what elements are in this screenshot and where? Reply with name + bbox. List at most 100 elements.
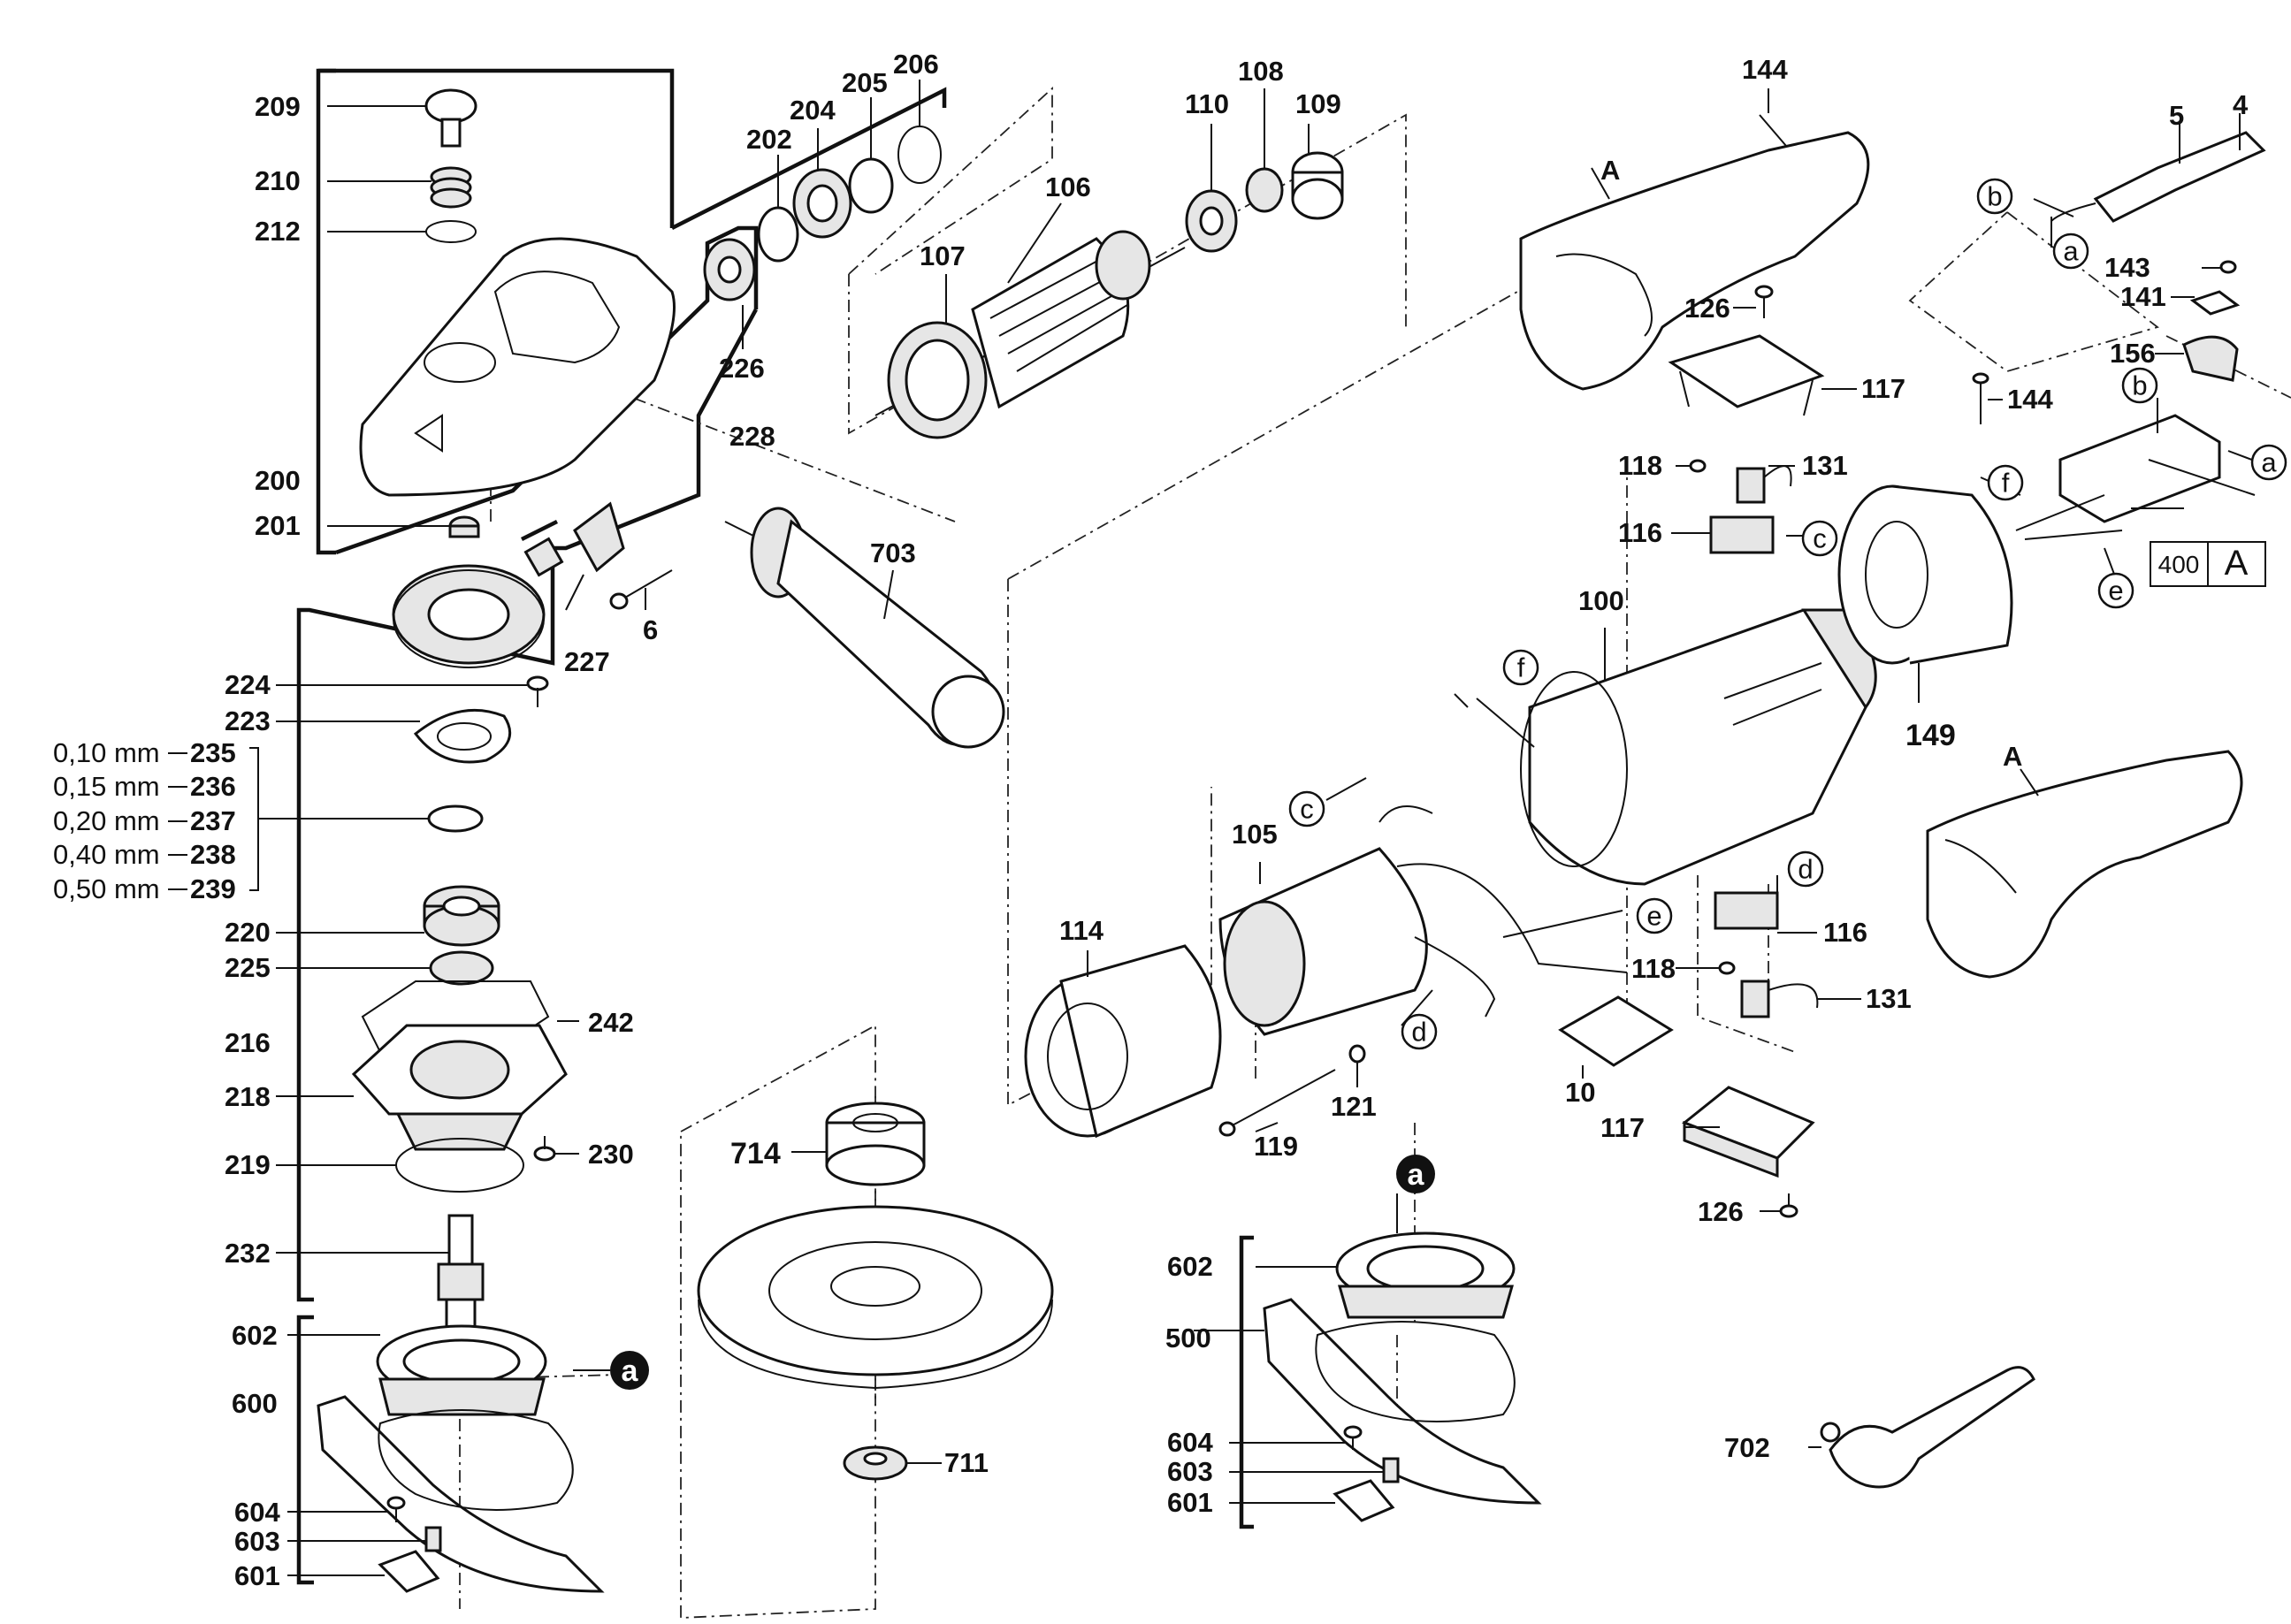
part-label-106: 106: [1045, 172, 1091, 202]
part-105-shape: [1218, 805, 1628, 1036]
part-604-left-shape: [386, 1496, 406, 1522]
svg-text:d: d: [1798, 854, 1813, 885]
legend-letter: A: [2225, 544, 2249, 583]
part-714-shape: [825, 1102, 926, 1186]
part-204-shape: [792, 168, 852, 239]
callout-c-brush: c: [1801, 520, 1838, 557]
group-brackets: [249, 68, 1254, 1585]
legend-box: 400 A: [2150, 541, 2266, 587]
callout-b-cord: b: [1976, 178, 2013, 215]
part-225-shape: [429, 950, 494, 986]
part-201-shape: [448, 515, 480, 538]
part-label-604-right: 604: [1167, 1427, 1213, 1458]
part-109-shape: [1291, 151, 1344, 220]
callout-e-switch: e: [2097, 572, 2134, 609]
part-handle-a-top-shape: [1519, 131, 1870, 391]
part-label-149: 149: [1905, 719, 1956, 752]
part-label-126-bottom: 126: [1698, 1196, 1744, 1227]
group-repeated-labels: 117 126 118 116 131 144 A 602 604 603 60…: [1167, 384, 2053, 1518]
part-label-242: 242: [588, 1007, 634, 1038]
part-209-shape: [424, 88, 477, 148]
part-226-shape: [703, 238, 756, 301]
part-126-top-shape: [1754, 285, 1774, 318]
part-230-shape: [533, 1136, 556, 1162]
svg-text:c: c: [1813, 523, 1827, 554]
callout-a-filled-right: a: [1396, 1155, 1435, 1193]
part-label-107: 107: [920, 240, 966, 271]
shim-size-239: 0,50 mm: [53, 873, 160, 904]
svg-text:e: e: [2108, 576, 2123, 606]
part-100-housing-shape: [1520, 608, 1877, 886]
part-label-a-bottom: A: [2003, 741, 2022, 772]
part-label-601-right: 601: [1167, 1487, 1213, 1518]
part-206-shape: [897, 126, 942, 184]
part-702-spanner-shape: [1820, 1366, 2035, 1489]
part-label-603-right: 603: [1167, 1456, 1213, 1487]
part-220-shape: [423, 885, 500, 947]
part-label-218: 218: [225, 1081, 271, 1112]
part-label-100: 100: [1578, 585, 1624, 616]
part-label-206: 206: [893, 49, 939, 80]
shim-size-237: 0,20 mm: [53, 805, 160, 836]
part-116-bottom-shape: [1714, 891, 1779, 930]
part-label-117-bottom: 117: [1600, 1112, 1645, 1143]
shim-id-238: 238: [190, 839, 236, 870]
callout-a-filled-left: a: [610, 1351, 649, 1390]
part-label-118-bottom: 118: [1631, 953, 1676, 984]
legend-number: 400: [2158, 551, 2200, 578]
part-switch-shape: [2015, 414, 2256, 540]
part-600-guard-shape: [317, 1395, 605, 1593]
part-602-right-shape: [1335, 1231, 1516, 1319]
part-label-116-bottom: 116: [1823, 917, 1867, 948]
shim-id-239: 239: [190, 873, 236, 904]
part-603-left-shape: [424, 1526, 442, 1552]
part-label-603-left: 603: [234, 1526, 280, 1557]
part-label-131-top: 131: [1802, 450, 1848, 481]
svg-text:a: a: [2261, 447, 2277, 478]
part-117-top-shape: [1668, 334, 1825, 416]
svg-text:a: a: [1408, 1158, 1425, 1192]
part-label-144-top: 144: [1742, 54, 1788, 85]
part-202-shape: [757, 206, 799, 263]
shim-size-235: 0,10 mm: [53, 737, 160, 768]
part-110-shape: [1185, 189, 1238, 253]
part-label-126-top: 126: [1684, 293, 1730, 324]
part-149-shape: [1837, 484, 2013, 665]
callout-a-switch: a: [2250, 444, 2287, 481]
part-handle-a-bottom-shape: [1926, 750, 2243, 979]
part-label-204: 204: [790, 95, 836, 126]
callout-f-housing: f: [1502, 649, 1539, 686]
part-116-top-shape: [1709, 515, 1775, 554]
part-label-500: 500: [1165, 1323, 1211, 1353]
part-cord-shape: [2050, 131, 2266, 223]
part-label-143: 143: [2104, 252, 2150, 283]
part-205-shape: [848, 157, 894, 214]
part-126-bottom-shape: [1779, 1193, 1798, 1218]
part-label-110: 110: [1185, 88, 1229, 119]
svg-text:f: f: [2002, 468, 2010, 499]
part-label-711: 711: [944, 1447, 989, 1478]
svg-text:d: d: [1411, 1017, 1426, 1048]
part-label-a-top: A: [1600, 155, 1620, 186]
part-108-shape: [1245, 167, 1284, 213]
part-500-guard-shape: [1263, 1298, 1542, 1505]
callout-d-stator: d: [1401, 1013, 1438, 1050]
callout-b-switch: b: [2121, 367, 2158, 404]
part-label-224: 224: [225, 669, 271, 700]
part-disc-shape: [697, 1205, 1054, 1390]
part-label-604-left: 604: [234, 1497, 280, 1528]
part-label-714: 714: [730, 1137, 781, 1170]
callout-d-brush: d: [1787, 850, 1824, 888]
part-label-702: 702: [1724, 1432, 1770, 1463]
part-label-220: 220: [225, 917, 271, 948]
part-label-4: 4: [2233, 89, 2249, 120]
part-223-shape: [413, 708, 512, 764]
part-label-202: 202: [746, 124, 792, 155]
part-label-105: 105: [1232, 819, 1278, 850]
part-label-118-top: 118: [1618, 450, 1662, 481]
part-label-108: 108: [1238, 56, 1284, 87]
svg-text:c: c: [1300, 794, 1314, 825]
part-shim-shape: [427, 804, 484, 833]
